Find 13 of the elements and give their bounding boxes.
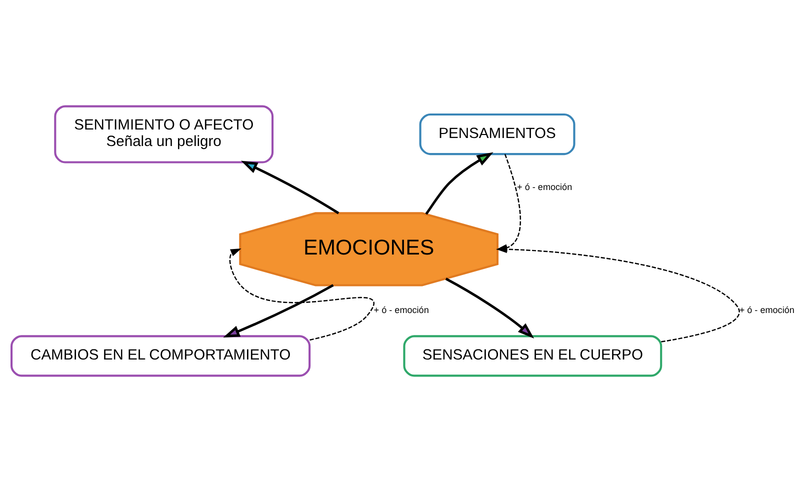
arrow [496,245,740,342]
node-box: SENSACIONES EN EL CUERPO [403,334,662,376]
arrow [425,152,494,214]
edge-label: + ó - emoción [739,304,794,314]
node-box: CAMBIOS EN EL COMPORTAMIENTO [10,334,311,376]
node-box: SENTIMIENTO O AFECTO Señala un peligro [54,104,274,163]
arrow [240,160,340,214]
edge-label: + ó - emoción [517,182,572,192]
arrow [445,277,534,338]
arrow [223,284,334,338]
node-box: PENSAMIENTOS [419,113,576,155]
arrow [229,248,374,340]
edge-label: + ó - emoción [374,304,429,314]
